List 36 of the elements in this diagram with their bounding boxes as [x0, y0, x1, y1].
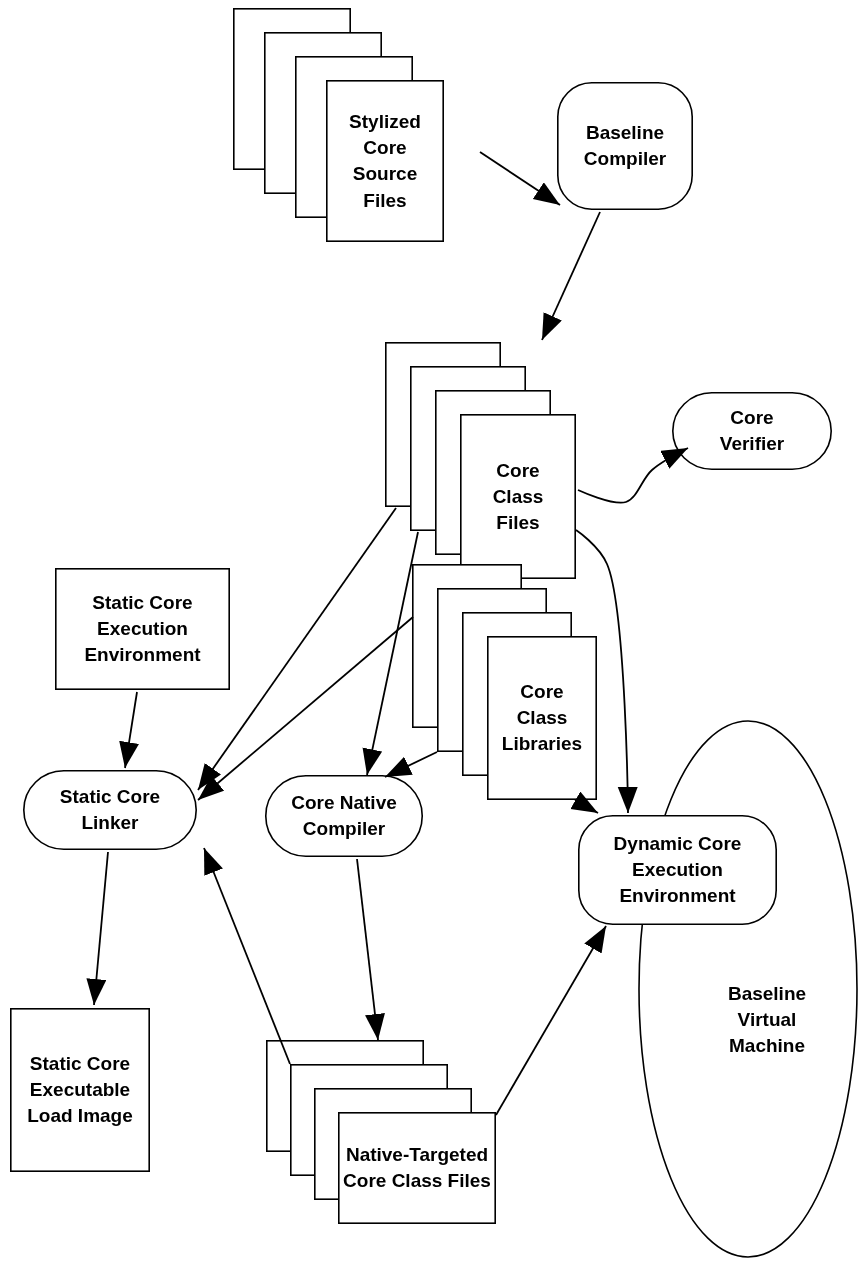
process-box [672, 392, 832, 470]
node-label: Core Class Libraries [500, 679, 584, 757]
process-box [578, 815, 777, 925]
node-label: Stylized Core Source Files [348, 109, 422, 213]
arrow [384, 751, 438, 778]
node-label: Static Core Linker [58, 784, 162, 835]
document-stack [412, 564, 597, 800]
node-label: Dynamic Core Execution Environment [612, 831, 743, 909]
node-label: Native-Targeted Core Class Files [342, 1142, 492, 1193]
arrow [541, 211, 601, 341]
node-label: Baseline Virtual Machine [726, 981, 808, 1059]
arrow [86, 851, 109, 1006]
document-stack [266, 1040, 496, 1224]
process-box [557, 82, 693, 210]
process-box [23, 770, 197, 850]
output-box [10, 1008, 150, 1172]
arrow [197, 507, 397, 791]
arrow [197, 616, 414, 801]
node-label: Baseline Compiler [582, 120, 668, 171]
node-label: Core Class Files [491, 458, 545, 535]
arrow [577, 447, 689, 504]
arrow [203, 847, 291, 1065]
environment-box [55, 568, 230, 690]
node-label: Static Core Execution Environment [83, 590, 202, 668]
arrow [479, 151, 561, 206]
node-label: Core Native Compiler [290, 790, 398, 841]
arrow [570, 791, 599, 814]
arrow [495, 925, 607, 1116]
document-stack [233, 8, 444, 242]
document-stack [385, 342, 576, 579]
node-label: Static Core Executable Load Image [26, 1051, 134, 1129]
arrow [362, 531, 419, 776]
node-label: Core Verifier [718, 405, 786, 456]
arrow [119, 691, 139, 769]
arrow [575, 529, 638, 814]
arrow [356, 858, 385, 1041]
